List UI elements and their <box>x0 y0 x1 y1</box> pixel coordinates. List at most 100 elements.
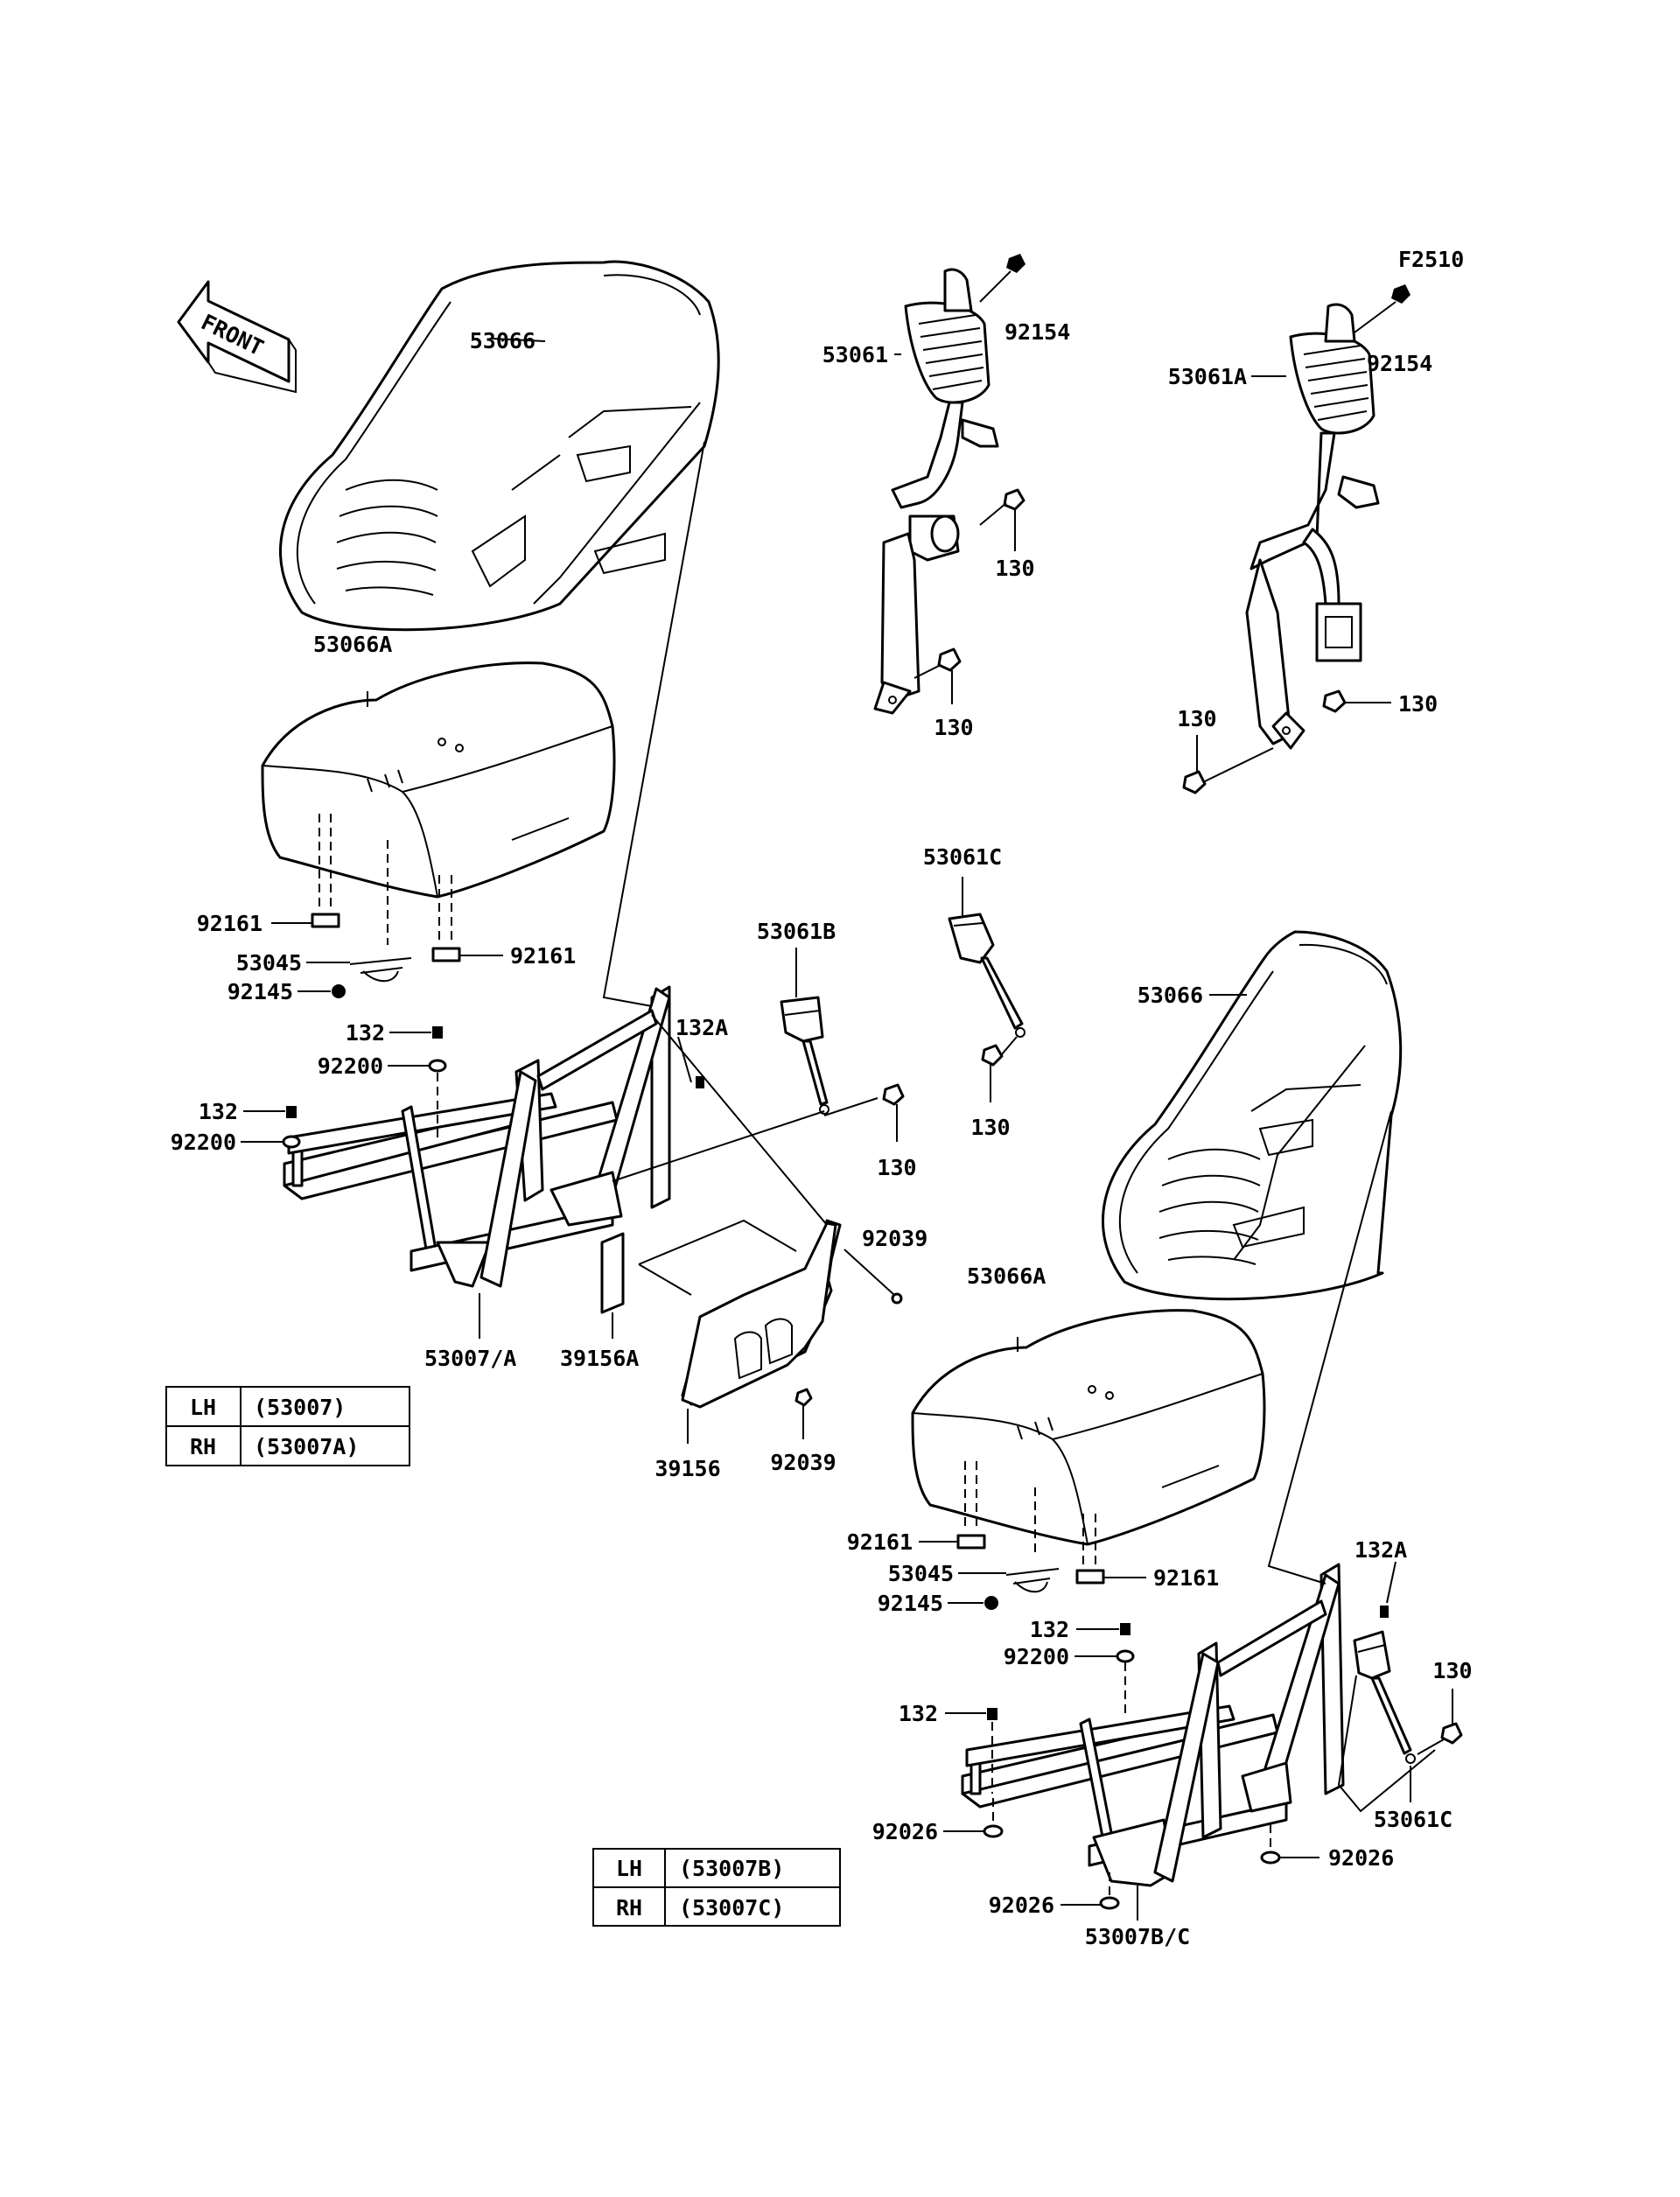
cushion-left <box>261 661 616 899</box>
label-clip-92161-c: 92161 <box>847 1529 913 1555</box>
bolt-130-d <box>1182 735 1274 794</box>
washer-92026-b <box>1060 1872 1120 1910</box>
seatback-link-left-2 <box>651 1014 828 1226</box>
label-bolt-132-b: 132 <box>199 1099 238 1124</box>
bolt-132-d <box>945 1708 998 1794</box>
table-left-row2-side: RH <box>190 1434 216 1459</box>
label-bolt-130-a: 130 <box>995 556 1034 581</box>
label-bolt-132-a: 132 <box>346 1020 385 1046</box>
label-bolt-130-b: 130 <box>934 715 973 740</box>
bolt-132-a <box>389 1026 443 1039</box>
washer-92200-b <box>241 1135 301 1149</box>
table-right-row2-side: RH <box>616 1895 642 1921</box>
bolt-132A-a <box>677 1036 704 1088</box>
label-cover-39156: 39156 <box>654 1456 720 1481</box>
clip-right-b <box>1075 1514 1146 1585</box>
label-buckle-b: 53061B <box>757 919 836 944</box>
frame-right <box>961 1563 1345 1921</box>
label-bolt-132-c: 132 <box>1030 1617 1069 1642</box>
lh-rh-table-left: LH (53007) RH (53007A) <box>165 1386 410 1466</box>
label-spring-53045-b: 53045 <box>888 1561 954 1586</box>
label-bolt-92154-b: 92154 <box>1367 351 1432 376</box>
washer-92200-c <box>1074 1649 1135 1715</box>
label-seatback-right: 53066 <box>1138 983 1203 1008</box>
seatback-link-right <box>1267 1110 1392 1585</box>
clip-left-a <box>271 814 340 928</box>
seatback-right <box>1101 930 1403 1301</box>
label-clip-92161-a: 92161 <box>197 911 262 936</box>
bolt-132-c <box>1076 1623 1130 1635</box>
label-cushion-right: 53066A <box>967 1263 1046 1289</box>
label-washer-92200-a: 92200 <box>318 1053 383 1079</box>
table-left-row1-side: LH <box>190 1395 216 1420</box>
seatbelt-53061A <box>1245 303 1380 750</box>
label-spring-53045-a: 53045 <box>236 950 302 976</box>
label-washer-92026-b: 92026 <box>989 1893 1054 1918</box>
label-screw-92039-b: 92039 <box>770 1450 836 1475</box>
bolt-132A-b <box>1380 1561 1396 1618</box>
bolt-92154-a <box>979 254 1026 303</box>
cover-39156 <box>638 1219 842 1444</box>
label-washer-92200-c: 92200 <box>1004 1644 1069 1669</box>
front-arrow-icon: FRONT <box>177 280 297 394</box>
label-clip-92161-d: 92161 <box>1153 1565 1219 1591</box>
label-screw-92039-a: 92039 <box>862 1226 928 1251</box>
washer-92026-a <box>943 1798 1004 1838</box>
lh-rh-table-right: LH (53007B) RH (53007C) <box>592 1848 841 1927</box>
label-nut-92145-b: 92145 <box>878 1591 943 1616</box>
label-belt-right: 53061A <box>1168 364 1247 389</box>
clip-right-a <box>919 1461 986 1550</box>
label-washer-92026-c: 92026 <box>1328 1845 1394 1871</box>
label-washer-92026-a: 92026 <box>872 1819 938 1844</box>
label-bolt-130-e: 130 <box>970 1115 1010 1140</box>
table-right-row1-side: LH <box>616 1856 642 1881</box>
label-cover-39156A: 39156A <box>560 1346 639 1371</box>
bolt-130-b <box>914 647 962 704</box>
spring-right <box>958 1487 1060 1593</box>
screw-92039-b <box>794 1388 813 1439</box>
buckle-53061C-bottom <box>1337 1630 1463 1813</box>
label-seatback-left: 53066 <box>470 328 536 353</box>
nut-left <box>298 984 346 998</box>
table-right-row2-part: (53007C) <box>679 1895 784 1921</box>
washer-92200-a <box>388 1059 447 1137</box>
buckle-53061C-top <box>948 877 1026 1102</box>
buckle-53061B <box>780 948 905 1142</box>
table-left-row2-part: (53007A) <box>254 1434 359 1459</box>
label-bolt-92154-a: 92154 <box>1004 319 1070 345</box>
label-frame-right: 53007B/C <box>1085 1924 1190 1949</box>
bolt-92154-b <box>1354 284 1410 333</box>
label-buckle-c-top: 53061C <box>923 844 1002 870</box>
label-belt-left: 53061 <box>822 342 888 367</box>
table-right-row1-part: (53007B) <box>679 1856 784 1881</box>
label-bolt-130-c: 130 <box>1398 691 1438 717</box>
label-bolt-132A-a: 132A <box>676 1015 728 1040</box>
seatback-left <box>278 260 720 632</box>
figure-code: F2510 <box>1398 247 1464 272</box>
bolt-130-a <box>979 488 1026 551</box>
table-left-row1-part: (53007) <box>254 1395 346 1420</box>
washer-92026-c <box>1260 1824 1320 1865</box>
label-cushion-left: 53066A <box>313 632 392 657</box>
clip-left-b <box>431 875 503 962</box>
label-frame-left: 53007/A <box>424 1346 516 1371</box>
label-washer-92200-b: 92200 <box>171 1130 236 1155</box>
nut-right <box>948 1596 998 1610</box>
label-bolt-132-d: 132 <box>899 1701 938 1726</box>
screw-92039-a <box>844 1249 903 1305</box>
buckle-link-left <box>612 1110 825 1182</box>
seatback-link-left <box>602 441 705 1007</box>
bolt-130-c <box>1322 689 1391 713</box>
spring-left <box>306 840 412 983</box>
cover-39156A <box>600 1232 625 1339</box>
seatbelt-53061 <box>873 268 999 715</box>
cushion-right <box>911 1309 1266 1546</box>
label-clip-92161-b: 92161 <box>510 943 576 969</box>
label-bolt-130-f: 130 <box>877 1155 916 1180</box>
frame-left <box>283 985 671 1339</box>
label-buckle-c-bottom: 53061C <box>1374 1807 1452 1832</box>
label-nut-92145-a: 92145 <box>228 979 293 1004</box>
bolt-132-b <box>243 1106 297 1118</box>
label-bolt-130-d: 130 <box>1177 706 1216 731</box>
